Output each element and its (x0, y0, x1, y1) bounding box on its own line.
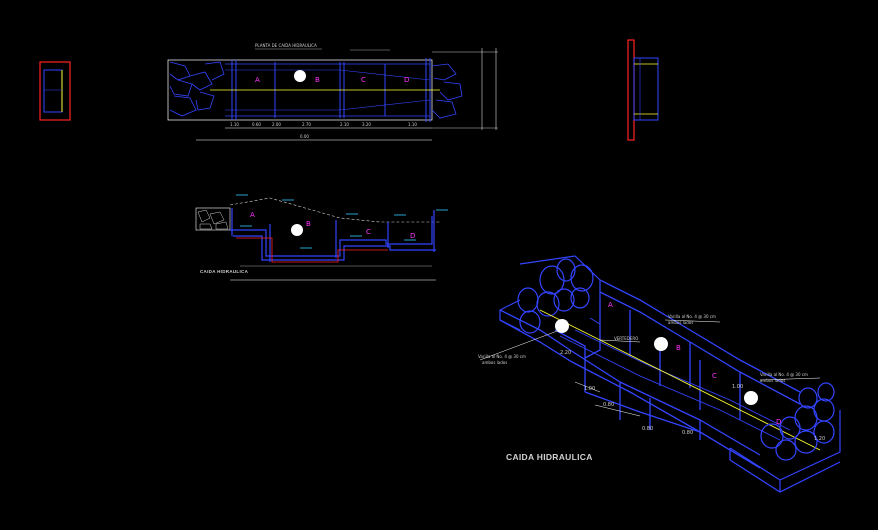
profile-view: A B C D CAIDA HIDRAULICA (195, 194, 448, 281)
iso-stone-3 (744, 391, 758, 405)
plan-dim-2: 2.00 (272, 122, 281, 127)
profile-section-c: C (366, 228, 371, 236)
svg-text:Varilla al No. 4 @ 30 cm: Varilla al No. 4 @ 30 cm (668, 314, 716, 319)
plan-view: PLANTA DE CAIDA HIDRAULICA (167, 43, 498, 141)
iso-section-d: D (776, 418, 781, 426)
plan-title: PLANTA DE CAIDA HIDRAULICA (255, 43, 317, 48)
iso-section-b: B (676, 344, 681, 352)
riprap-left (169, 61, 225, 117)
iso-dim-1: 1.00 (584, 386, 595, 392)
plan-section-d: D (404, 76, 409, 84)
plan-stone-symbol (294, 70, 306, 82)
iso-dim-0: 2.20 (560, 350, 571, 356)
iso-riprap-downstream (729, 382, 841, 493)
iso-dim-2: 0.80 (603, 402, 614, 408)
isometric-view: Varilla al No. 4 @ 30 cm ambos lados Var… (478, 255, 841, 493)
profile-section-b: B (306, 220, 311, 228)
iso-dim-4: 0.80 (682, 430, 693, 436)
svg-text:Varilla al No. 4 @ 30 cm: Varilla al No. 4 @ 30 cm (760, 372, 808, 377)
profile-stone-symbol (291, 224, 303, 236)
plan-total: 0.00 (300, 134, 309, 139)
right-side-detail (627, 39, 659, 141)
iso-dim-5: 1.00 (732, 384, 743, 390)
riprap-right (431, 63, 463, 119)
profile-section-d: D (410, 232, 415, 240)
iso-dim-6: 1.20 (814, 436, 825, 442)
plan-section-b: B (315, 76, 320, 84)
svg-text:ambos lados: ambos lados (482, 360, 507, 365)
plan-dim-1: 0.60 (252, 122, 261, 127)
svg-text:ambos lados: ambos lados (760, 378, 785, 383)
svg-text:VERTEDERO: VERTEDERO (614, 336, 638, 341)
profile-title: CAIDA HIDRAULICA (200, 269, 249, 274)
svg-text:Varilla al No. 4 @ 30 cm: Varilla al No. 4 @ 30 cm (478, 354, 526, 359)
svg-text:ambos lados: ambos lados (668, 320, 693, 325)
plan-dim-5: 3.20 (362, 122, 371, 127)
iso-stone-2 (654, 337, 668, 351)
plan-section-a: A (255, 76, 260, 84)
plan-dim-0: 1.10 (230, 122, 239, 127)
iso-riprap-upstream (517, 255, 601, 334)
plan-section-c: C (361, 76, 366, 84)
left-side-detail (39, 61, 71, 121)
iso-stone-1 (555, 319, 569, 333)
plan-dim-4: 2.10 (340, 122, 349, 127)
iso-title: CAIDA HIDRAULICA (506, 452, 593, 462)
plan-dim-6: 1.10 (408, 122, 417, 127)
profile-section-a: A (250, 211, 255, 219)
iso-section-c: C (712, 372, 717, 380)
plan-dim-3: 2.70 (302, 122, 311, 127)
iso-section-a: A (608, 301, 613, 309)
iso-dim-3: 0.80 (642, 426, 653, 432)
